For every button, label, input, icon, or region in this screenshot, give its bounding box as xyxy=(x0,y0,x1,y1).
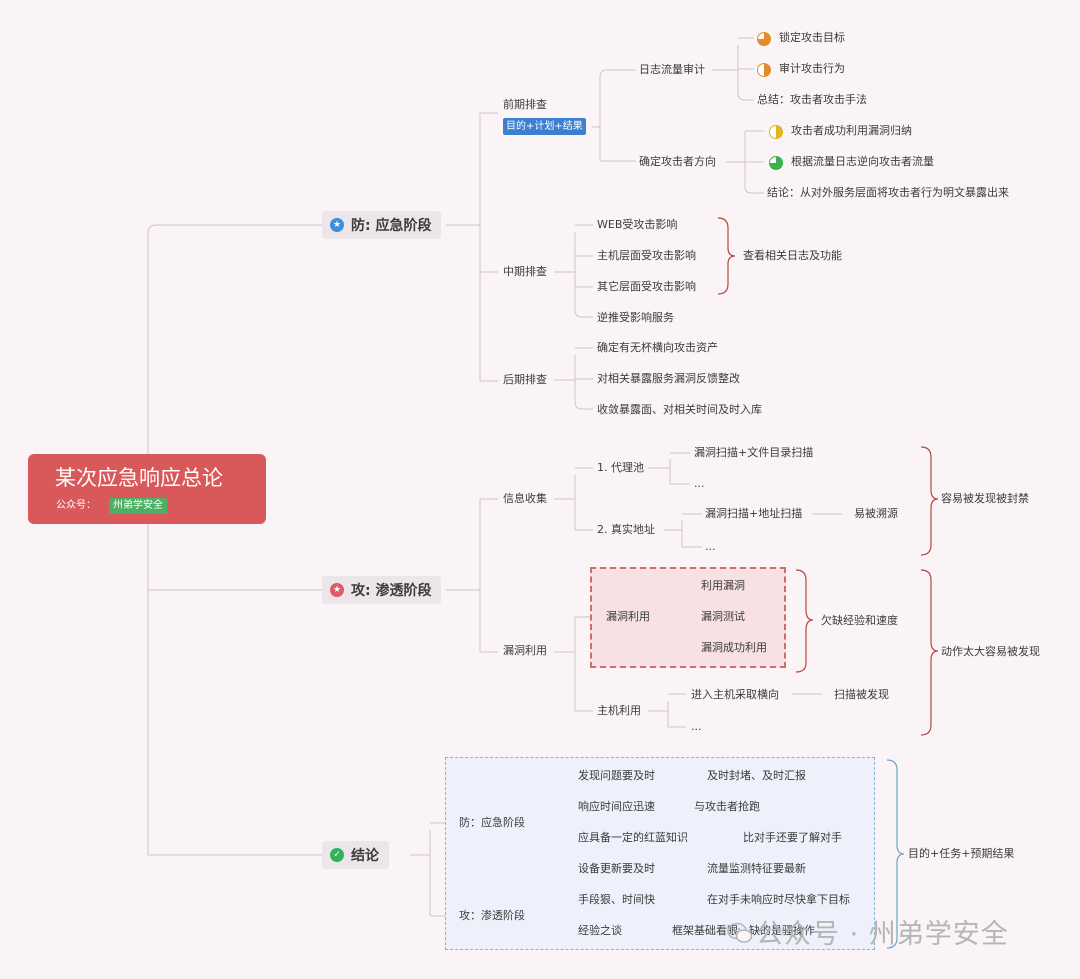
node-conclusion-defense[interactable]: 防：应急阶段 xyxy=(459,816,525,829)
node-vuln-item[interactable]: 漏洞成功利用 xyxy=(701,641,767,654)
progress-75-icon xyxy=(769,156,783,170)
wechat-icon xyxy=(727,922,753,943)
stage-attack-node[interactable]: ★ 攻: 渗透阶段 xyxy=(322,576,442,604)
node-proxy-item[interactable]: 漏洞扫描+文件目录扫描 xyxy=(694,446,814,459)
watermark-text: 公众号 · 州弟学安全 xyxy=(756,919,1009,950)
node-late-item[interactable]: 收敛暴露面、对相关时间及时入库 xyxy=(597,403,762,416)
node-mid-item[interactable]: WEB受攻击影响 xyxy=(597,218,678,231)
node-real-address[interactable]: 2. 真实地址 xyxy=(597,523,655,536)
progress-50-icon xyxy=(769,125,783,139)
node-host-item[interactable]: ... xyxy=(691,720,702,733)
bracket-note[interactable]: 欠缺经验和速度 xyxy=(821,614,898,627)
node-host-item[interactable]: 进入主机采取横向 xyxy=(691,688,779,701)
node-late[interactable]: 后期排查 xyxy=(503,373,547,386)
node-early[interactable]: 前期排查 xyxy=(503,98,547,111)
conclusion-row-left[interactable]: 响应时间应迅速 xyxy=(578,800,655,813)
node-direction[interactable]: 确定攻击者方向 xyxy=(639,155,716,168)
conclusion-row-left[interactable]: 发现问题要及时 xyxy=(578,769,655,782)
stage-defense-node[interactable]: ★ 防: 应急阶段 xyxy=(322,211,442,239)
progress-75-icon xyxy=(757,32,771,46)
node-mid-item[interactable]: 其它层面受攻击影响 xyxy=(597,280,696,293)
node-conclusion-attack[interactable]: 攻：渗透阶段 xyxy=(459,909,525,922)
conclusion-row-right[interactable]: 与攻击者抢跑 xyxy=(694,800,760,813)
node-log-audit-item[interactable]: 审计攻击行为 xyxy=(779,62,845,75)
stage-conclusion-label: 结论 xyxy=(351,848,379,864)
node-mid[interactable]: 中期排查 xyxy=(503,265,547,278)
node-vuln-item[interactable]: 利用漏洞 xyxy=(701,579,745,592)
star-icon: ★ xyxy=(330,583,344,597)
node-proxy-item[interactable]: ... xyxy=(694,477,705,490)
conclusion-row-right[interactable]: 比对手还要了解对手 xyxy=(743,831,842,844)
node-proxy[interactable]: 1. 代理池 xyxy=(597,461,644,474)
account-label: 公众号： xyxy=(56,500,96,511)
conclusion-row-left[interactable]: 设备更新要及时 xyxy=(578,862,655,875)
root-node[interactable]: 某次应急响应总论 公众号： 州弟学安全 xyxy=(28,454,266,524)
node-late-item[interactable]: 确定有无杯横向攻击资产 xyxy=(597,341,718,354)
node-vuln-item[interactable]: 漏洞测试 xyxy=(701,610,745,623)
node-exploit[interactable]: 漏洞利用 xyxy=(503,644,547,657)
check-icon: ✓ xyxy=(330,848,344,862)
stage-conclusion-node[interactable]: ✓ 结论 xyxy=(322,841,389,869)
node-log-audit-item[interactable]: 总结：攻击者攻击手法 xyxy=(757,93,867,106)
node-host-exploit[interactable]: 主机利用 xyxy=(597,704,641,717)
conclusion-row-left[interactable]: 经验之谈 xyxy=(578,924,622,937)
star-icon: ★ xyxy=(330,218,344,232)
progress-50-icon xyxy=(757,63,771,77)
stage-attack-label: 攻: 渗透阶段 xyxy=(351,583,432,599)
node-log-audit-item[interactable]: 锁定攻击目标 xyxy=(779,31,845,44)
bracket-note[interactable]: 查看相关日志及功能 xyxy=(743,249,842,262)
root-title: 某次应急响应总论 xyxy=(55,466,223,490)
bracket-note[interactable]: 容易被发现被封禁 xyxy=(941,492,1029,505)
node-mid-item[interactable]: 逆推受影响服务 xyxy=(597,311,674,324)
goal-tag: 目的+计划+结果 xyxy=(503,118,586,135)
stage-defense-label: 防: 应急阶段 xyxy=(351,218,432,234)
conclusion-row-right[interactable]: 流量监测特征要最新 xyxy=(707,862,806,875)
exploit-highlight-box xyxy=(590,567,786,668)
conclusion-summary-box xyxy=(445,757,875,950)
node-real-item[interactable]: 漏洞扫描+地址扫描 xyxy=(705,507,803,520)
node-host-note[interactable]: 扫描被发现 xyxy=(834,688,889,701)
node-log-audit[interactable]: 日志流量审计 xyxy=(639,63,705,76)
bracket-note[interactable]: 动作太大容易被发现 xyxy=(941,645,1040,658)
node-direction-item[interactable]: 攻击者成功利用漏洞归纳 xyxy=(791,124,912,137)
node-recon[interactable]: 信息收集 xyxy=(503,492,547,505)
bracket-note[interactable]: 目的+任务+预期结果 xyxy=(908,847,1015,860)
account-badge: 州弟学安全 xyxy=(109,498,167,514)
conclusion-row-right[interactable]: 在对手未响应时尽快拿下目标 xyxy=(707,893,850,906)
node-direction-item[interactable]: 根据流量日志逆向攻击者流量 xyxy=(791,155,934,168)
node-real-item[interactable]: ... xyxy=(705,540,716,553)
node-real-note[interactable]: 易被溯源 xyxy=(854,507,898,520)
conclusion-row-left[interactable]: 手段狠、时间快 xyxy=(578,893,655,906)
node-late-item[interactable]: 对相关暴露服务漏洞反馈整改 xyxy=(597,372,740,385)
conclusion-row-left[interactable]: 应具备一定的红蓝知识 xyxy=(578,831,688,844)
node-vuln-exploit[interactable]: 漏洞利用 xyxy=(606,610,650,623)
node-mid-item[interactable]: 主机层面受攻击影响 xyxy=(597,249,696,262)
conclusion-row-right[interactable]: 及时封堵、及时汇报 xyxy=(707,769,806,782)
node-direction-item[interactable]: 结论：从对外服务层面将攻击者行为明文暴露出来 xyxy=(767,186,1009,199)
